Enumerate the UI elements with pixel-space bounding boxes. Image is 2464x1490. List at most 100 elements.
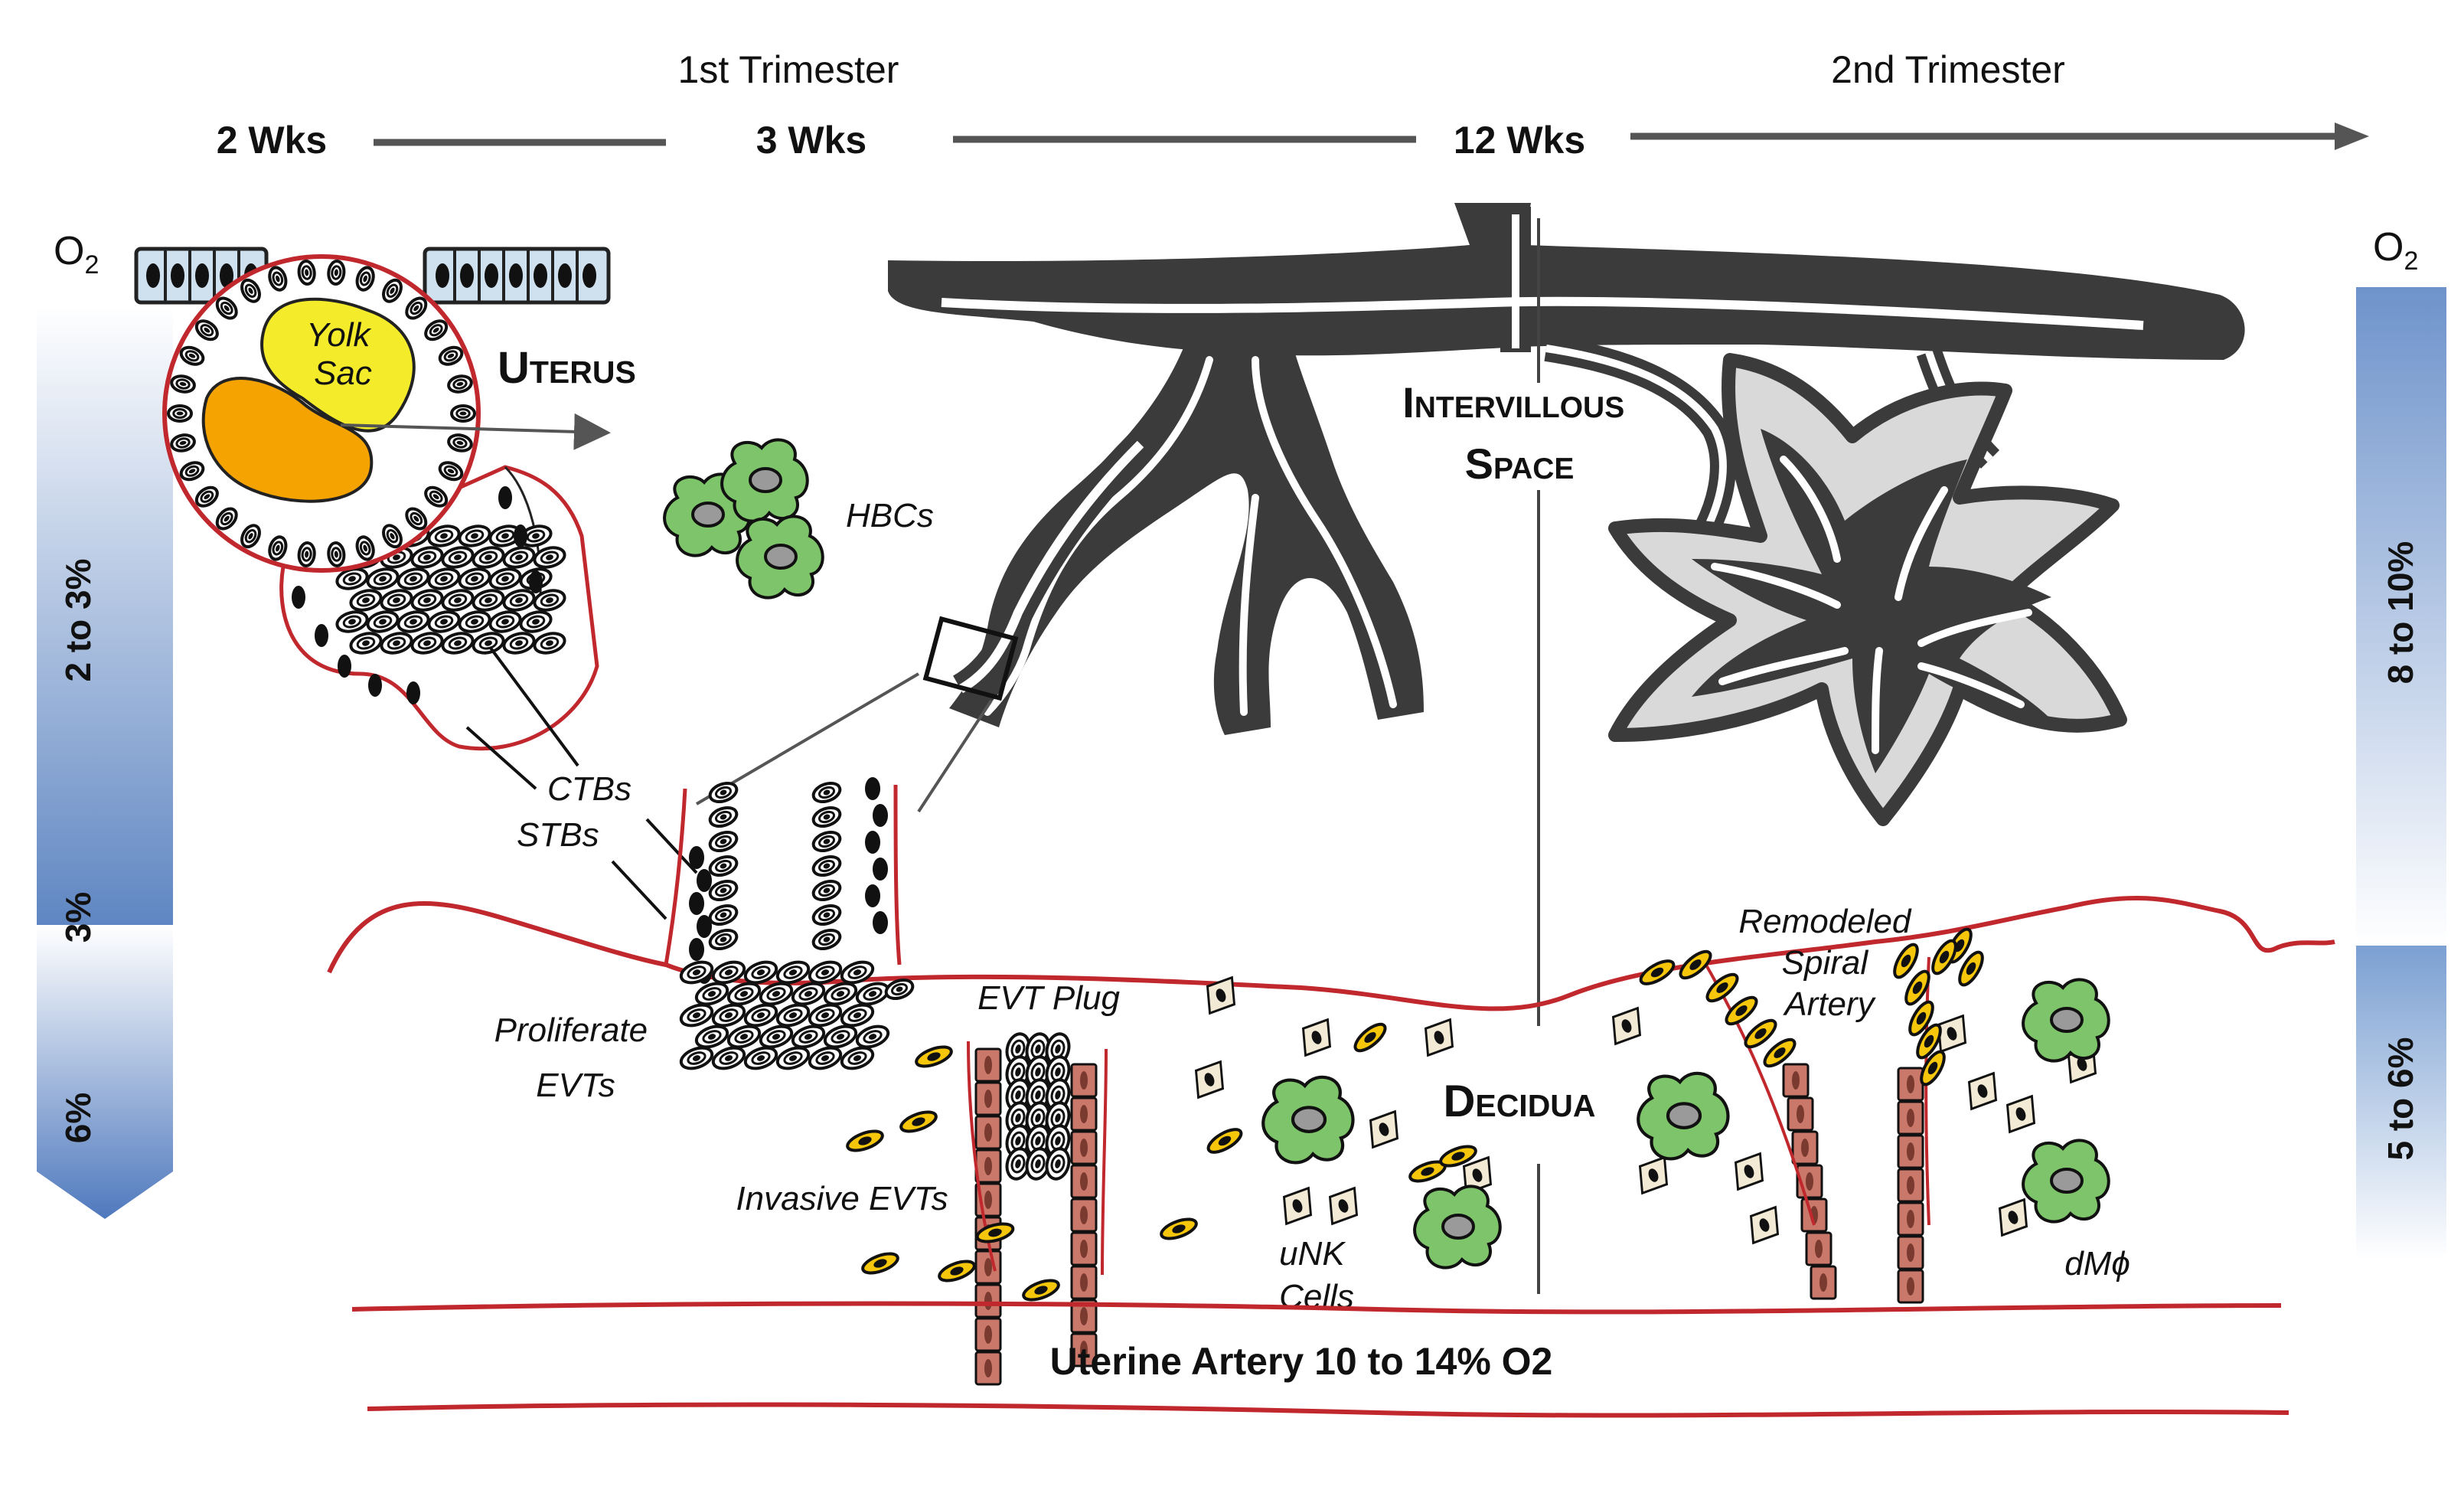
villus-branch-left bbox=[949, 341, 1424, 735]
trophoblast-cell bbox=[380, 632, 413, 655]
trophoblast-cell bbox=[811, 830, 842, 853]
trophoblast-cell bbox=[405, 507, 428, 531]
trophoblast-cell bbox=[472, 546, 505, 569]
villus-core bbox=[1692, 429, 2051, 773]
trophoblast-cell bbox=[708, 879, 739, 902]
trophoblast-cell bbox=[424, 319, 449, 341]
trophoblast-cell bbox=[811, 781, 842, 804]
trophoblast-cell bbox=[335, 567, 369, 590]
trophoblast-cell bbox=[791, 1024, 826, 1049]
ctb-cluster bbox=[292, 486, 566, 704]
endothelial-nucleus bbox=[984, 1191, 992, 1209]
trophoblast-cell bbox=[410, 589, 444, 612]
second-trimester-villus bbox=[1608, 353, 2127, 826]
trophoblast-cell bbox=[427, 610, 461, 633]
trophoblast-cell bbox=[679, 1003, 714, 1028]
stb-nucleus bbox=[865, 884, 880, 907]
decidual-cells bbox=[1194, 975, 2097, 1245]
trophoblast-cell bbox=[708, 854, 739, 877]
endothelial-nucleus bbox=[984, 1056, 992, 1074]
trophoblast-cell bbox=[708, 830, 739, 853]
stb-nucleus bbox=[368, 674, 382, 697]
trophoblast-cell bbox=[811, 928, 842, 951]
trophoblast-cell bbox=[708, 781, 739, 804]
epithelium-cells-right bbox=[423, 247, 611, 305]
evt-cell bbox=[1022, 1279, 1060, 1302]
left-o2-gradient-arrow bbox=[37, 925, 173, 1219]
stb-nucleus bbox=[873, 858, 888, 881]
trophoblast-cell bbox=[488, 524, 522, 547]
trophoblast-cell bbox=[472, 589, 505, 612]
trophoblast-cell bbox=[297, 260, 316, 286]
evt-cell bbox=[1725, 995, 1758, 1026]
trophoblast-cell bbox=[268, 535, 288, 561]
evt-cell bbox=[846, 1129, 884, 1152]
trophoblast-cell bbox=[855, 982, 890, 1006]
trophoblast-cell bbox=[349, 632, 383, 655]
evt-cell bbox=[1439, 1145, 1477, 1168]
endothelial-nucleus bbox=[1080, 1240, 1088, 1258]
anchoring-villus-column bbox=[664, 777, 915, 1070]
endothelial-nucleus bbox=[1907, 1210, 1914, 1228]
trophoblast-cell bbox=[811, 805, 842, 828]
decidua-surface-line bbox=[327, 895, 2335, 1011]
endothelial-nucleus bbox=[1907, 1277, 1914, 1296]
stb-nucleus bbox=[406, 681, 420, 704]
decidual-macrophages bbox=[1261, 978, 2110, 1269]
evt-cell bbox=[1920, 1050, 1946, 1086]
endothelial-nucleus bbox=[1080, 1307, 1088, 1325]
trophoblast-cell bbox=[726, 1024, 762, 1049]
trophoblast-cell bbox=[167, 404, 193, 423]
chorionic-plate bbox=[888, 203, 2245, 360]
stb-nucleus bbox=[873, 911, 888, 934]
trophoblast-cell bbox=[884, 978, 915, 1001]
trophoblast-cell bbox=[808, 960, 843, 985]
trophoblast-cell bbox=[488, 610, 522, 633]
endothelial-nucleus bbox=[984, 1157, 992, 1175]
right-o2-top-value: 8 to 10% bbox=[2381, 541, 2420, 685]
endothelial-nucleus bbox=[1907, 1243, 1914, 1262]
macrophage-cell bbox=[720, 438, 809, 523]
evt-cell bbox=[1893, 943, 1919, 979]
trophoblast-cell bbox=[458, 567, 491, 590]
trophoblast-cell bbox=[427, 567, 461, 590]
evt-cell bbox=[1931, 939, 1957, 975]
trophoblast-cell bbox=[823, 1024, 858, 1049]
stb-nucleus bbox=[292, 586, 305, 609]
endothelial-nucleus bbox=[1080, 1206, 1088, 1224]
left-o2-header: O2 bbox=[54, 229, 99, 279]
trophoblast-cell bbox=[335, 610, 369, 633]
trophoblast-cell bbox=[397, 610, 430, 633]
evt-cell bbox=[938, 1260, 976, 1283]
decidual-stromal-cell bbox=[1967, 1071, 1998, 1111]
left-o2-gradient-top bbox=[37, 306, 173, 925]
trophoblast-cell bbox=[533, 546, 566, 569]
zoom-indicator bbox=[695, 616, 1019, 813]
macrophage-cell bbox=[2022, 978, 2110, 1063]
trophoblast-cell bbox=[759, 1024, 794, 1049]
trophoblast-cell bbox=[458, 610, 491, 633]
week2-label: 2 Wks bbox=[217, 119, 328, 162]
trophoblast-cell bbox=[179, 461, 205, 482]
endothelial-nucleus bbox=[1797, 1105, 1804, 1123]
trophoblast-cell bbox=[1025, 1147, 1051, 1181]
stb-nucleus bbox=[873, 804, 888, 827]
trophoblast-cell bbox=[366, 567, 400, 590]
trophoblast-cell bbox=[711, 1046, 746, 1070]
stb-nucleus bbox=[689, 846, 704, 869]
trophoblast-cell bbox=[840, 1046, 875, 1070]
trophoblast-cell bbox=[382, 278, 403, 303]
evt-cell bbox=[1958, 950, 1984, 987]
invasive-evt-cells bbox=[846, 927, 1984, 1302]
right-o2-gradient-bottom bbox=[2356, 946, 2446, 1260]
uterine-artery-label: Uterine Artery 10 to 14% O2 bbox=[1050, 1340, 1553, 1383]
trophoblast-cell bbox=[775, 1046, 811, 1070]
trophoblast-cell bbox=[726, 982, 762, 1006]
decidual-stromal-cell bbox=[1749, 1205, 1780, 1245]
trophoblast-cell bbox=[194, 319, 219, 341]
trophoblast-cell bbox=[410, 632, 444, 655]
stb-nucleus bbox=[697, 869, 712, 892]
stb-nucleus bbox=[514, 524, 527, 547]
trophoblast-cell bbox=[488, 567, 522, 590]
